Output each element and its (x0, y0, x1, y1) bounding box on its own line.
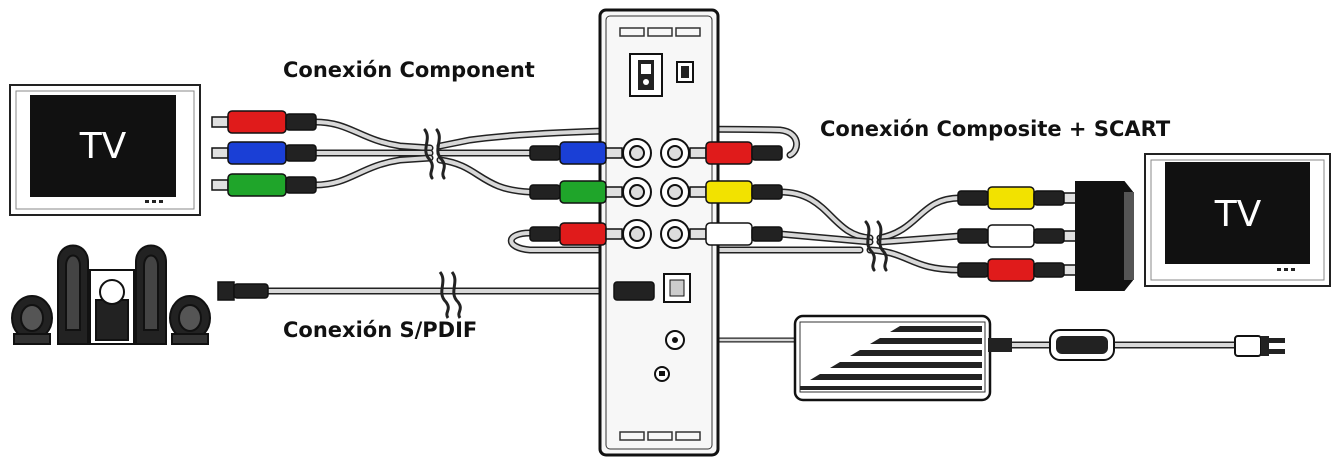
tv-left: TV (9, 84, 201, 216)
power-plug-icon (1234, 335, 1285, 357)
spdif-plug-left (217, 281, 269, 301)
spdif-plug-player (613, 281, 655, 301)
tv-right-buttons (1277, 268, 1295, 271)
optical-port-icon (663, 273, 691, 303)
plug-red-tv (211, 110, 317, 134)
tv-right-label: TV (1214, 194, 1262, 235)
tv-left-label: TV (79, 126, 127, 167)
spdif-connection-label: Conexión S/PDIF (283, 318, 478, 342)
plug-yellow-player (689, 180, 783, 204)
network-port-icon (654, 366, 670, 382)
component-cable-break (423, 128, 434, 180)
usb-port-icon (676, 61, 694, 83)
plug-blue-tv (211, 141, 317, 165)
plug-blue-player (529, 141, 623, 165)
rca-jacks (622, 138, 690, 249)
plug-red-player-right (689, 141, 783, 165)
adapter-stripes (800, 326, 982, 390)
component-cable-red (311, 118, 434, 152)
plug-red-player (529, 222, 623, 246)
component-plugs-player-side (529, 141, 623, 246)
plug-white-player (689, 222, 783, 246)
power-switch-icon (629, 53, 663, 97)
composite-plugs-player-side (689, 141, 783, 246)
plug-yellow-scart (957, 186, 1077, 210)
vent-slots-bottom (619, 431, 701, 441)
plug-red-scart (957, 258, 1077, 282)
composite-cable-break (864, 220, 876, 272)
vent-slots-top (619, 27, 701, 37)
speaker-system (11, 244, 211, 345)
plug-green-tv (211, 173, 317, 197)
tv-left-buttons (145, 200, 163, 203)
component-connection-label: Conexión Component (283, 58, 535, 82)
composite-plugs-scart-side (957, 186, 1077, 282)
composite-scart-connection-label: Conexión Composite + SCART (820, 117, 1171, 141)
plug-white-scart (957, 224, 1077, 248)
spdif-cable-break (438, 271, 450, 319)
tv-right-screen (1165, 162, 1310, 264)
plug-green-player (529, 180, 623, 204)
spdif-cable (268, 271, 620, 319)
power-adapter (793, 314, 1012, 402)
component-plugs-tv-side (211, 110, 317, 197)
dc-in-icon (665, 330, 685, 350)
ferrite-core (1049, 329, 1115, 361)
composite-cables (776, 188, 964, 274)
media-player (598, 8, 720, 457)
tv-right: TV (1144, 153, 1331, 287)
component-cables (311, 118, 864, 254)
tv-left-screen (30, 95, 176, 197)
component-cable-green (311, 154, 434, 189)
scart-adapter (1075, 181, 1134, 291)
